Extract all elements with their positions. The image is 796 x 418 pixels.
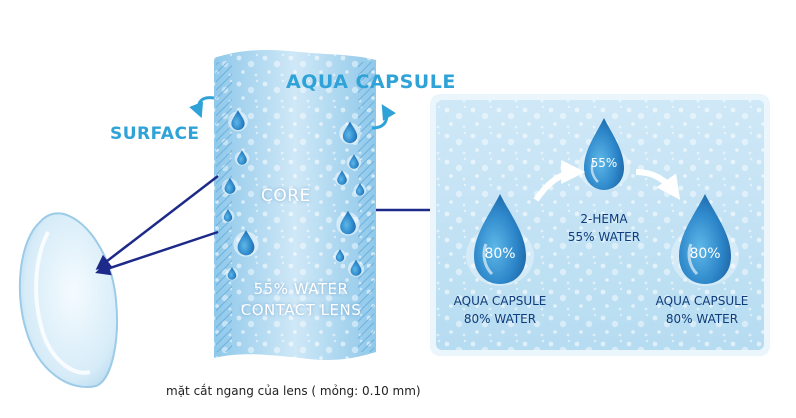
drop-left-icon	[466, 194, 534, 286]
droplet-icon	[353, 183, 367, 197]
right-capsule-label: AQUA CAPSULE	[655, 294, 749, 308]
lens-water-label: 55% WATER	[253, 280, 349, 298]
droplet-icon	[233, 230, 259, 257]
detail-panel	[430, 94, 770, 356]
droplet-icon	[346, 154, 362, 170]
right-capsule-water: 80% WATER	[665, 312, 739, 326]
column-droplets	[221, 110, 367, 281]
surface-layer-right	[358, 62, 374, 352]
droplet-icon	[333, 249, 347, 263]
drop-top-icon	[578, 118, 630, 190]
drop-top-percent: 55%	[590, 156, 618, 170]
droplet-icon	[234, 150, 250, 166]
core-label: CORE	[261, 186, 311, 206]
surface-label: SURFACE	[110, 124, 200, 144]
droplet-icon	[225, 267, 239, 281]
lens-arrow-lower	[95, 230, 219, 276]
droplet-icon	[334, 170, 350, 186]
contact-lens-image	[18, 212, 118, 388]
drop-right-icon	[671, 194, 739, 286]
left-capsule-water: 80% WATER	[463, 312, 537, 326]
hema-water-label: 55% WATER	[567, 230, 641, 244]
cross-section-caption: mặt cắt ngang của lens ( mỏng: 0.10 mm)	[166, 384, 421, 398]
surface-layer-left	[216, 62, 232, 352]
left-capsule-label: AQUA CAPSULE	[453, 294, 547, 308]
surface-arrow-icon	[189, 96, 215, 119]
droplet-icon	[221, 177, 239, 195]
lens-type-label: CONTACT LENS	[240, 301, 362, 319]
hema-label: 2-HEMA	[580, 212, 628, 226]
flow-arrow-left-icon	[533, 160, 586, 202]
droplet-icon	[339, 121, 361, 145]
drop-left-percent: 80%	[484, 246, 516, 262]
aqua-capsule-label: AQUA CAPSULE	[286, 71, 456, 93]
droplet-icon	[347, 259, 365, 277]
lens-cross-section	[214, 50, 376, 360]
droplet-icon	[221, 209, 235, 223]
drop-right-percent: 80%	[689, 246, 721, 262]
droplet-icon	[336, 210, 360, 236]
flow-arrow-right-icon	[635, 169, 681, 200]
droplet-icon	[228, 110, 248, 132]
lens-arrow-upper	[95, 175, 219, 270]
capsule-arrow-icon	[371, 104, 396, 130]
